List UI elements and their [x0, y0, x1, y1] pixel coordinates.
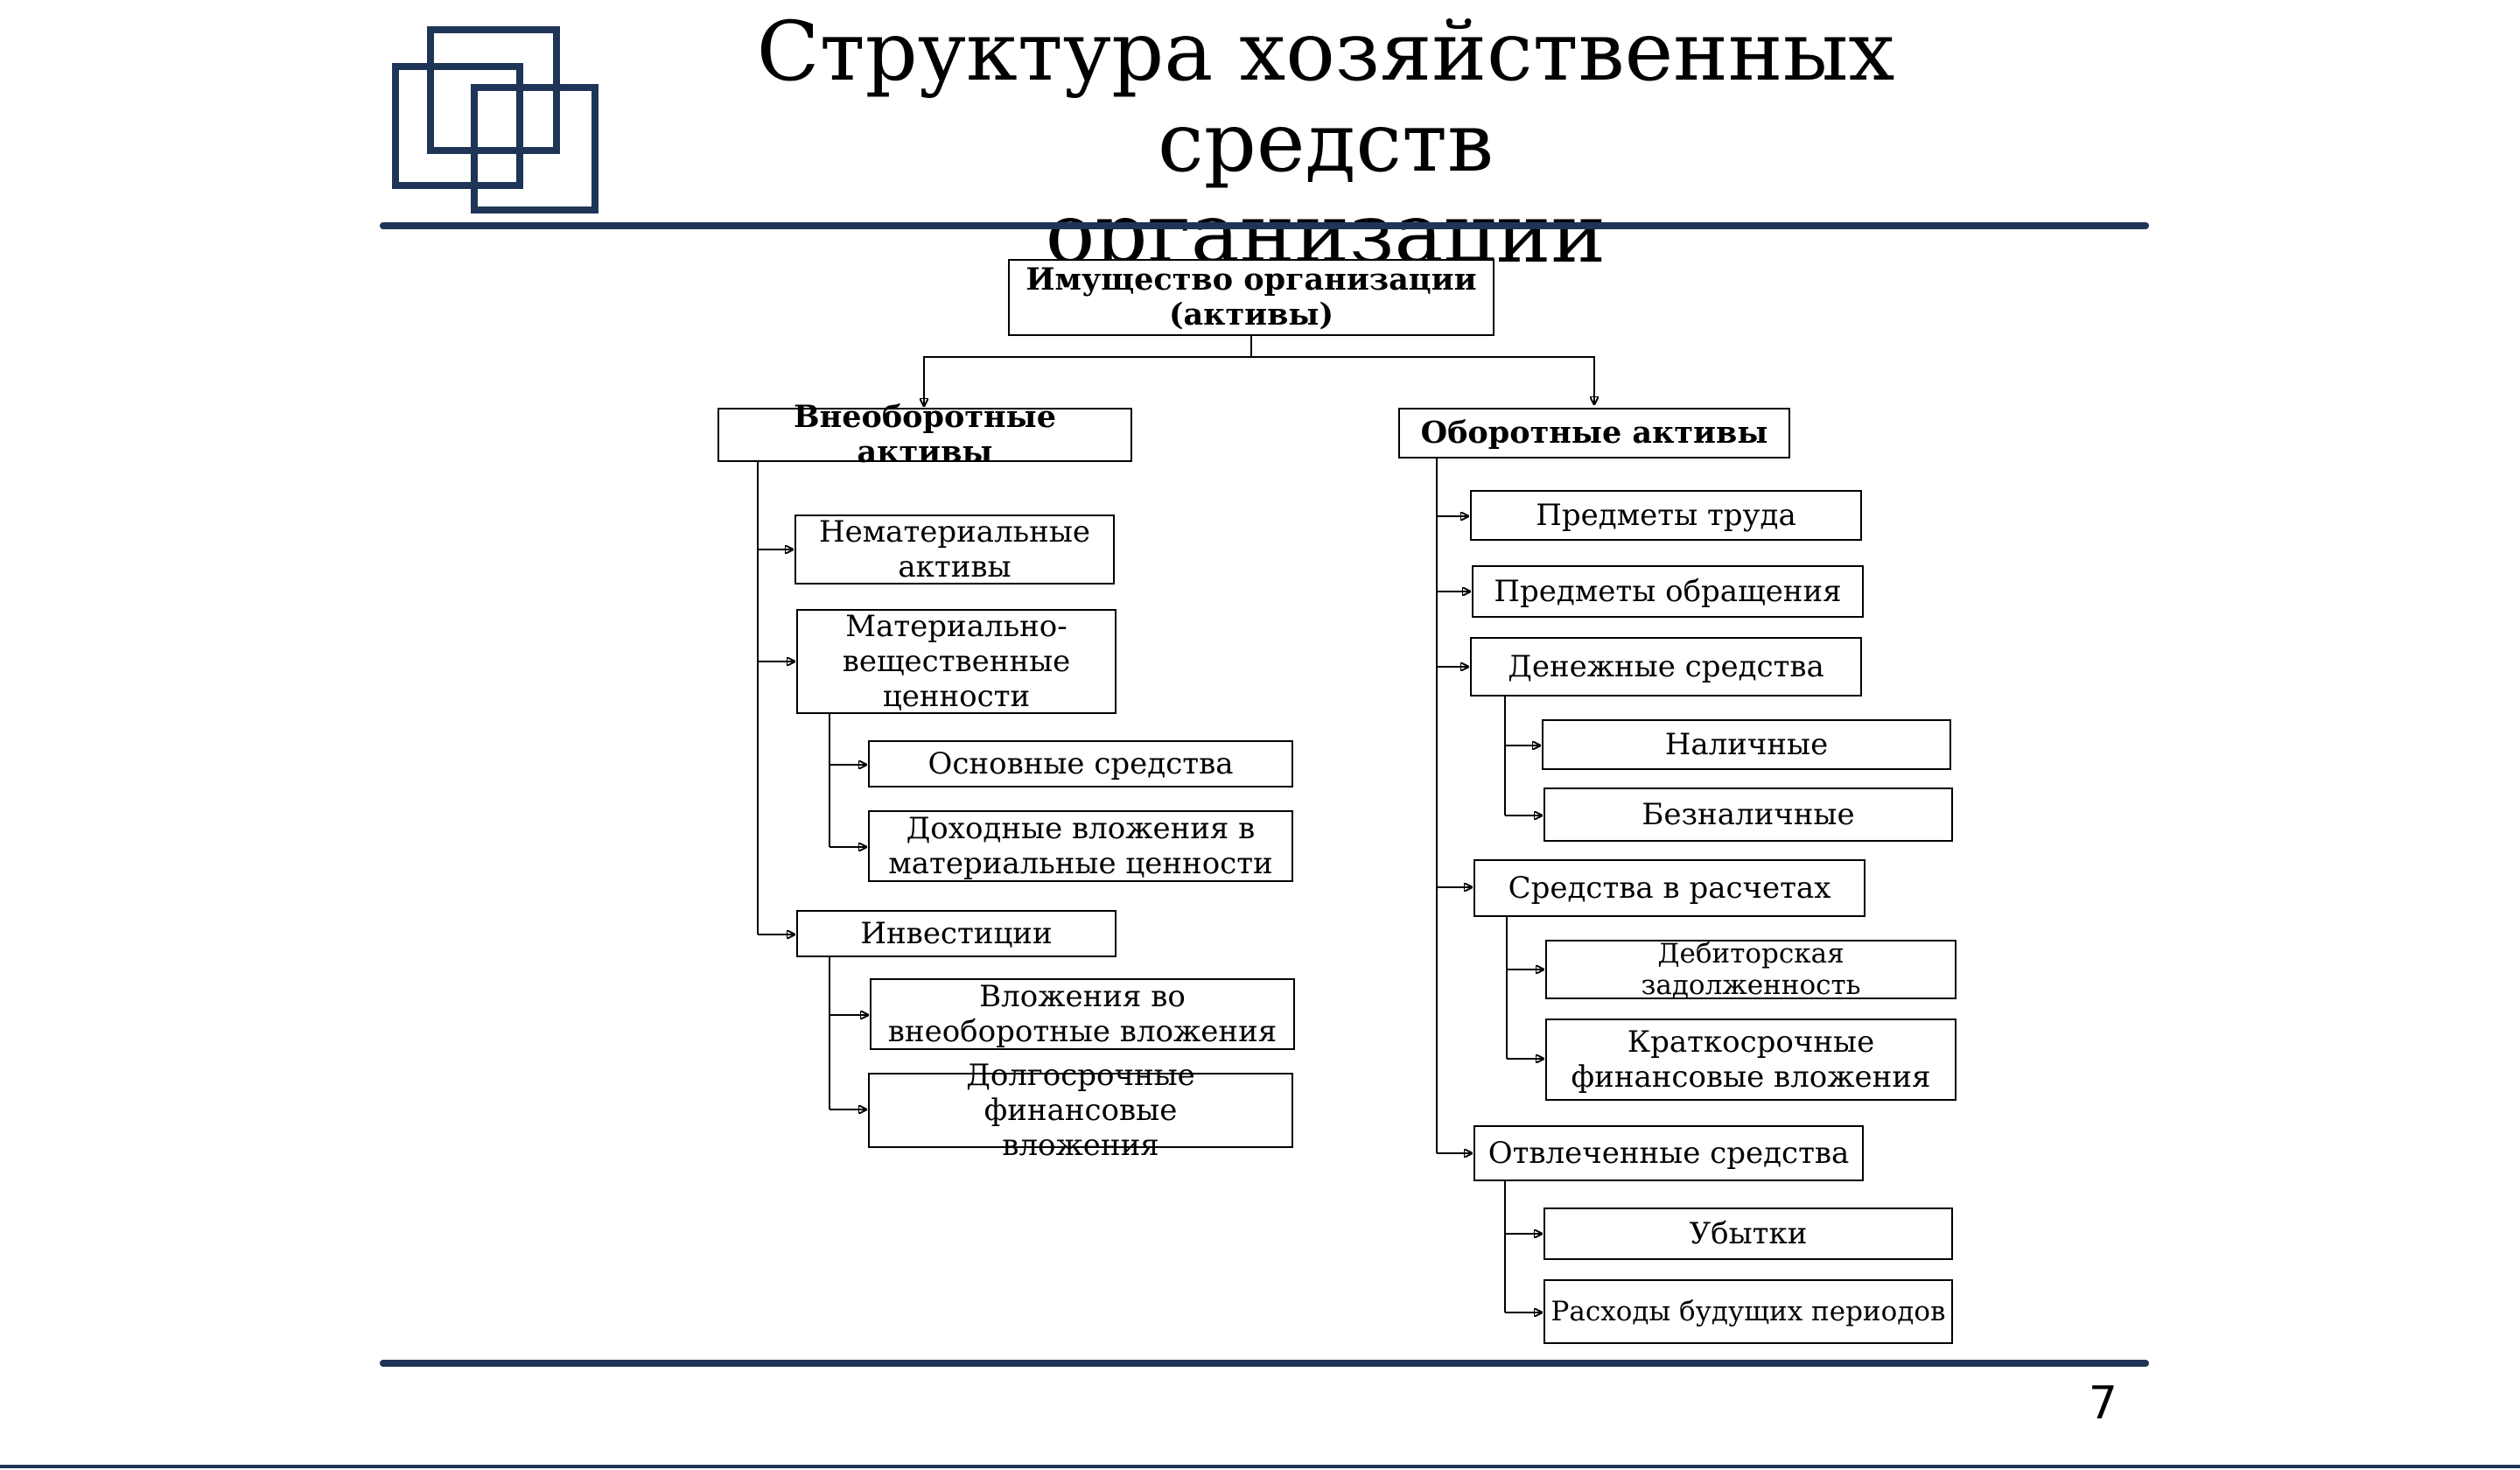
- connector-root-current: [1251, 356, 1594, 404]
- bottom-divider: [380, 1360, 2149, 1367]
- diverted-funds-node: Отвлеченные средства: [1474, 1125, 1864, 1181]
- top-divider: [380, 222, 2149, 229]
- losses-node: Убытки: [1544, 1208, 1953, 1260]
- receivables-node: Дебиторская задолженность: [1545, 938, 1956, 1001]
- settlements-node: Средства в расчетах: [1474, 859, 1866, 917]
- noncurrent-assets-node: Внеоборотные активы: [718, 400, 1132, 470]
- root-node: Имущество организации (активы): [1008, 259, 1494, 336]
- fixed-assets-node: Основные средства: [868, 740, 1293, 788]
- labor-items-node: Предметы труда: [1470, 490, 1862, 541]
- circulation-items-node: Предметы обращения: [1472, 565, 1864, 618]
- investments-node: Инвестиции: [796, 910, 1116, 957]
- noncurrent-investments-node: Вложения во внеоборотные вложения: [870, 978, 1295, 1050]
- longterm-financial-node: Долгосрочные финансовые вложения: [868, 1058, 1293, 1163]
- income-investments-node: Доходные вложения в материальные ценност…: [868, 810, 1293, 882]
- non-cash-node: Безналичные: [1544, 788, 1953, 842]
- intangible-assets-node: Нематериальные активы: [794, 514, 1115, 584]
- deferred-expenses-node: Расходы будущих периодов: [1544, 1279, 1953, 1344]
- slide-title: Структура хозяйственных средств организа…: [756, 4, 1895, 282]
- cash-node: Денежные средства: [1470, 637, 1862, 696]
- shortterm-financial-node: Краткосрочные финансовые вложения: [1545, 1018, 1956, 1101]
- connector-root-noncurrent: [924, 336, 1252, 406]
- material-values-node: Материально- вещественные ценности: [796, 609, 1116, 714]
- current-assets-node: Оборотные активы: [1398, 408, 1790, 458]
- cash-on-hand-node: Наличные: [1542, 719, 1951, 770]
- logo-squares-icon: [392, 26, 598, 214]
- bottom-edge-line: [0, 1465, 2520, 1468]
- page-number: 7: [2088, 1377, 2118, 1430]
